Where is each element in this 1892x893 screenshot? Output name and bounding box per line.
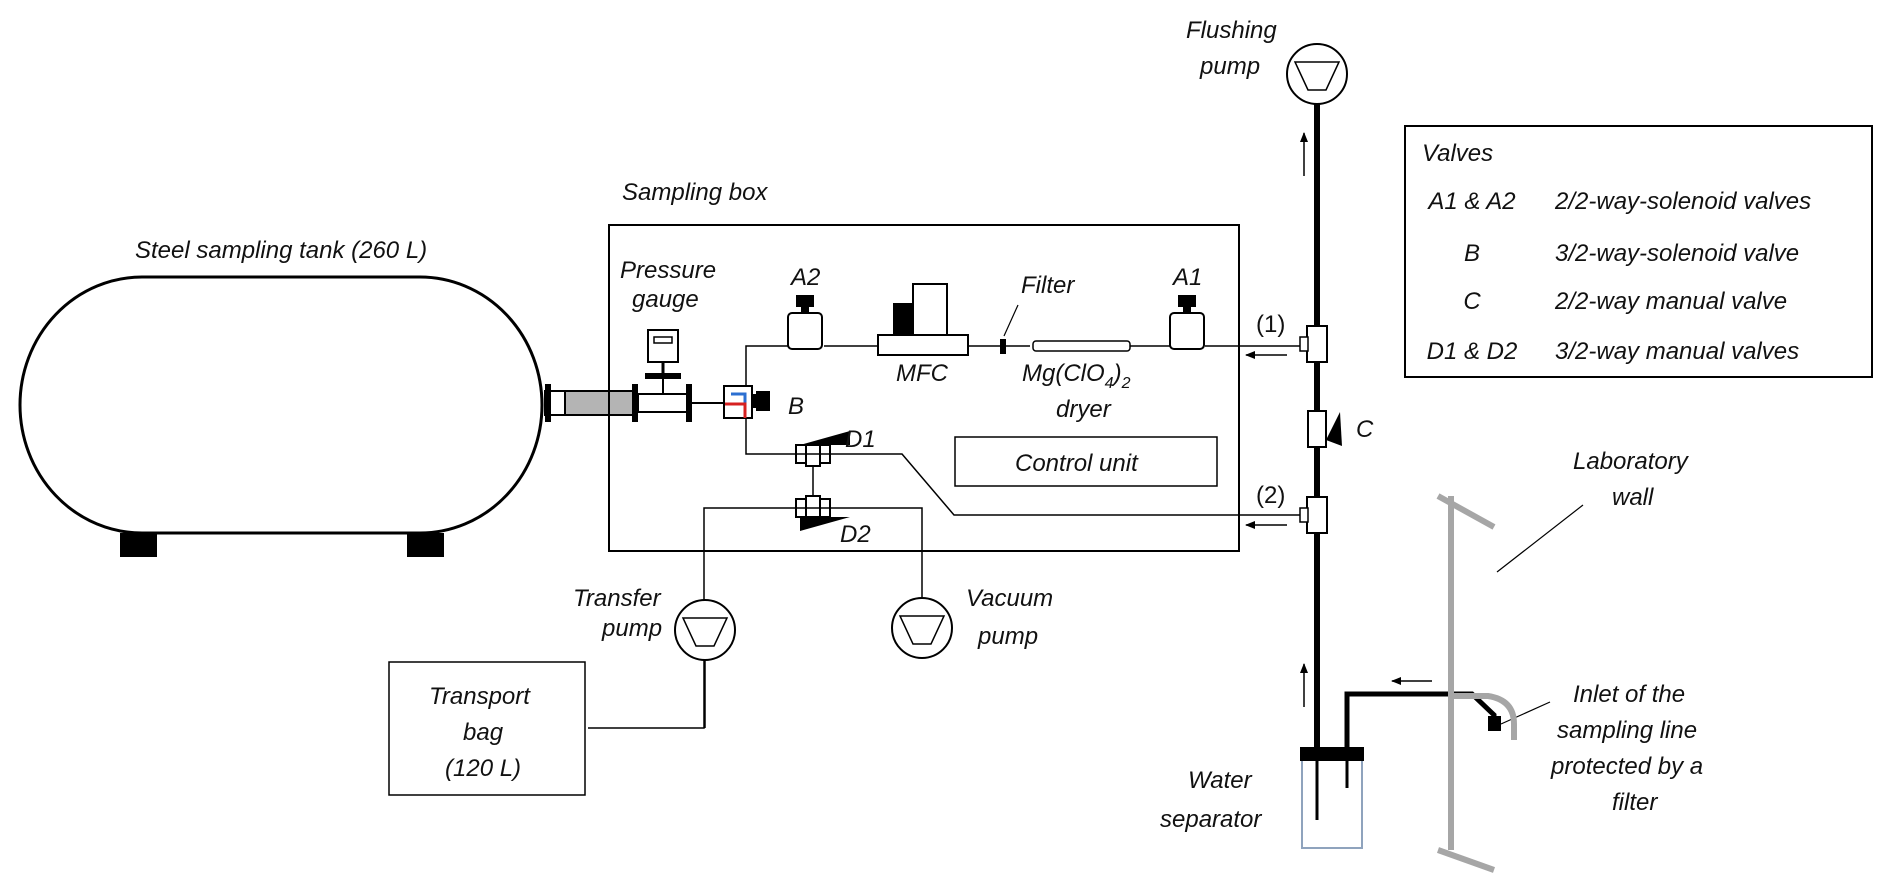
legend-title: Valves bbox=[1422, 140, 1493, 167]
inlet-label-line2: sampling line bbox=[1557, 717, 1697, 744]
water-separator-label-line2: separator bbox=[1160, 806, 1262, 833]
vacuum-pump-label-line1: Vacuum bbox=[966, 585, 1053, 612]
valves-legend: Valves A1 & A2 2/2-way-solenoid valves B… bbox=[1404, 125, 1873, 378]
flushing-pump-icon bbox=[1286, 43, 1348, 105]
inlet-label-line1: Inlet of the bbox=[1573, 681, 1685, 708]
transfer-pump-label-line1: Transfer bbox=[573, 585, 662, 612]
inlet-label-line3: protected by a bbox=[1550, 753, 1703, 780]
port-1-label: (1) bbox=[1256, 311, 1285, 338]
dryer-formula: Mg(ClO4)2 bbox=[1022, 360, 1131, 392]
valve-a2[interactable] bbox=[787, 295, 823, 350]
control-unit bbox=[954, 436, 1218, 487]
dryer bbox=[1032, 340, 1131, 352]
valve-c-label: C bbox=[1356, 416, 1374, 443]
flushing-pump-label-line2: pump bbox=[1199, 53, 1260, 80]
tank-foot-right bbox=[407, 533, 444, 557]
transport-bag-label-line1: Transport bbox=[429, 683, 531, 710]
pressure-gauge bbox=[645, 329, 681, 394]
valve-b-label: B bbox=[788, 393, 804, 420]
valve-b[interactable] bbox=[723, 385, 770, 419]
transport-bag bbox=[388, 661, 586, 796]
port-2-tee bbox=[1299, 496, 1328, 534]
valve-c[interactable] bbox=[1307, 410, 1342, 448]
inlet-pointer bbox=[1500, 701, 1551, 725]
valve-a1[interactable] bbox=[1169, 295, 1205, 350]
inlet-filter bbox=[1488, 716, 1501, 731]
water-separator-label-line1: Water bbox=[1188, 767, 1253, 794]
sampling-box bbox=[608, 224, 1240, 552]
valve-d1-label: D1 bbox=[845, 426, 876, 453]
mfc-label: MFC bbox=[896, 360, 949, 387]
port-2-label: (2) bbox=[1256, 482, 1285, 509]
transfer-pump-icon bbox=[674, 599, 736, 661]
valve-a1-label: A1 bbox=[1171, 264, 1202, 291]
sampling-box-lines bbox=[588, 345, 1300, 729]
filter-label: Filter bbox=[1021, 272, 1075, 299]
valve-d2-label: D2 bbox=[840, 521, 871, 548]
legend-desc-3: 2/2-way manual valve bbox=[1554, 288, 1787, 315]
inlet-label-line4: filter bbox=[1612, 789, 1658, 816]
tank-connection-pipe bbox=[544, 384, 724, 422]
water-separator bbox=[1300, 747, 1364, 849]
dryer-label: dryer bbox=[1056, 396, 1112, 423]
legend-key-1: A1 & A2 bbox=[1426, 188, 1515, 215]
vacuum-pump-icon bbox=[891, 597, 953, 659]
lab-wall-label-line1: Laboratory bbox=[1573, 448, 1690, 475]
flushing-pump-label-line1: Flushing bbox=[1186, 17, 1277, 44]
control-unit-label: Control unit bbox=[1015, 450, 1139, 477]
valve-d2[interactable] bbox=[795, 495, 850, 531]
transport-bag-label-line3: (120 L) bbox=[445, 755, 521, 782]
mass-flow-controller bbox=[877, 283, 969, 356]
legend-desc-1: 2/2-way-solenoid valves bbox=[1554, 188, 1811, 215]
transfer-pump-label-line2: pump bbox=[601, 615, 662, 642]
legend-key-3: C bbox=[1463, 288, 1481, 315]
sampling-box-label: Sampling box bbox=[622, 179, 768, 206]
vacuum-pump-label-line2: pump bbox=[977, 623, 1038, 650]
valve-d1[interactable] bbox=[795, 431, 850, 467]
legend-key-4: D1 & D2 bbox=[1427, 338, 1518, 365]
steel-sampling-tank bbox=[18, 275, 544, 557]
valve-a2-label: A2 bbox=[789, 264, 820, 291]
inlet-line bbox=[1344, 691, 1497, 747]
transport-bag-label-line2: bag bbox=[463, 719, 504, 746]
legend-desc-4: 3/2-way manual valves bbox=[1555, 338, 1799, 365]
lab-wall-pointer bbox=[1496, 504, 1584, 573]
pressure-gauge-label-line2: gauge bbox=[632, 286, 699, 313]
port-1-tee bbox=[1299, 325, 1328, 363]
steel-tank-label: Steel sampling tank (260 L) bbox=[135, 237, 427, 264]
pressure-gauge-label-line1: Pressure bbox=[620, 257, 716, 284]
lab-wall-label-line2: wall bbox=[1612, 484, 1654, 511]
tank-foot-left bbox=[120, 533, 157, 557]
legend-desc-2: 3/2-way-solenoid valve bbox=[1555, 240, 1799, 267]
legend-key-2: B bbox=[1464, 240, 1480, 267]
filter bbox=[1000, 304, 1019, 354]
laboratory-wall bbox=[1436, 493, 1517, 873]
